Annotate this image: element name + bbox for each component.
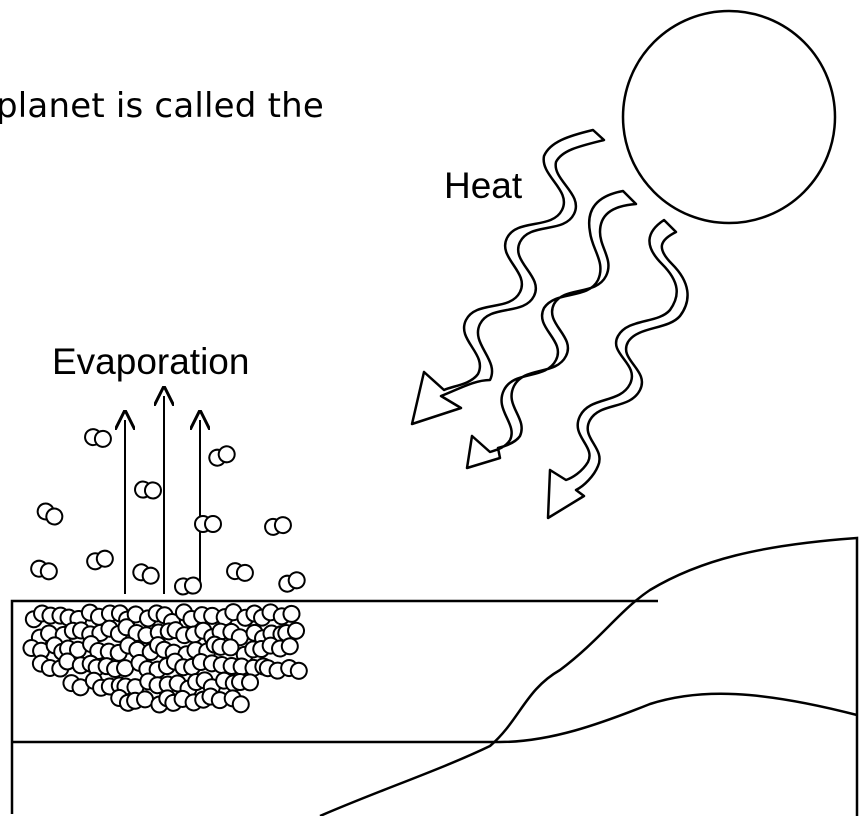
water-molecule — [35, 501, 66, 528]
water-molecule — [264, 516, 292, 536]
water-molecule — [207, 444, 237, 468]
water-molecules-pool — [22, 601, 309, 716]
heat-wave-arrow-3 — [548, 220, 688, 518]
water-molecule — [29, 559, 58, 581]
evaporation-label: Evaporation — [52, 341, 249, 382]
water-molecule — [226, 562, 254, 582]
water-molecule — [84, 428, 112, 448]
hillside — [320, 538, 857, 816]
rising-water-molecules — [29, 428, 307, 595]
water-molecule — [195, 516, 221, 532]
water-molecule — [85, 549, 114, 571]
water-molecule — [279, 658, 308, 681]
water-molecule — [134, 481, 161, 499]
sun — [623, 11, 835, 223]
water-molecule — [212, 638, 239, 655]
heat-wave-arrow-2 — [467, 191, 636, 468]
ground-contour — [500, 694, 857, 742]
heat-label: Heat — [444, 165, 523, 206]
water-molecule — [131, 562, 161, 586]
water-molecule — [106, 659, 133, 677]
water-molecule — [232, 674, 259, 691]
water-molecule — [126, 690, 154, 709]
water-molecule — [277, 570, 307, 594]
water-molecule — [222, 687, 252, 715]
water-molecule — [174, 577, 201, 595]
